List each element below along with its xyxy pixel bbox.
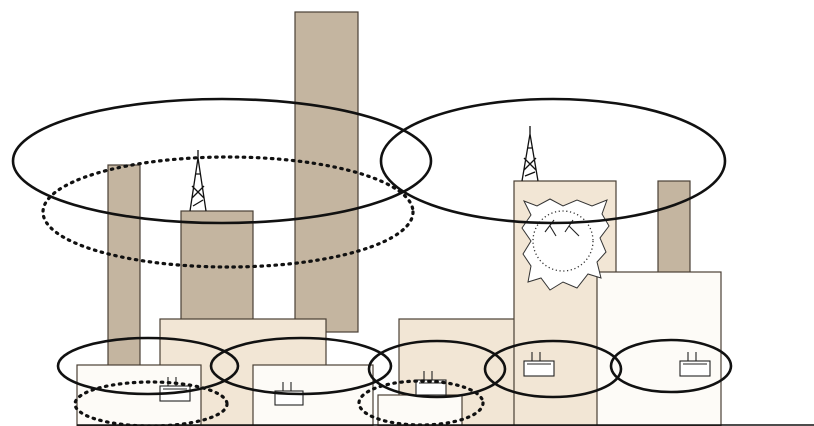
small-cell-4 [483, 339, 623, 399]
small-cell-5 [609, 338, 733, 394]
building-low-right [596, 271, 722, 426]
clock-hands [544, 219, 580, 237]
clock-frame [521, 198, 610, 291]
small-cell-2 [209, 336, 393, 396]
small-cell-1 [56, 336, 240, 396]
small-cell-antenna-icon [523, 352, 555, 377]
small-cell-coverage [56, 336, 733, 426]
macro-cell-left [11, 97, 433, 225]
building-right-tall [657, 180, 691, 277]
small-cell-3 [367, 339, 507, 399]
buildings [76, 11, 722, 426]
radio-tower-icon [521, 126, 539, 182]
macro-cell-coverage [11, 97, 727, 269]
small-cell-dotted-left [73, 380, 229, 426]
radio-tower-icon [189, 150, 207, 212]
macro-cell-right [379, 97, 727, 225]
clock-dial [532, 210, 594, 272]
building-tall-left [107, 164, 141, 376]
macro-cell-left-inner [41, 155, 415, 269]
clock-face [521, 198, 610, 291]
building-tallest [294, 11, 359, 333]
building-low-center [252, 364, 374, 426]
small-cell-antenna-icon [679, 352, 711, 377]
